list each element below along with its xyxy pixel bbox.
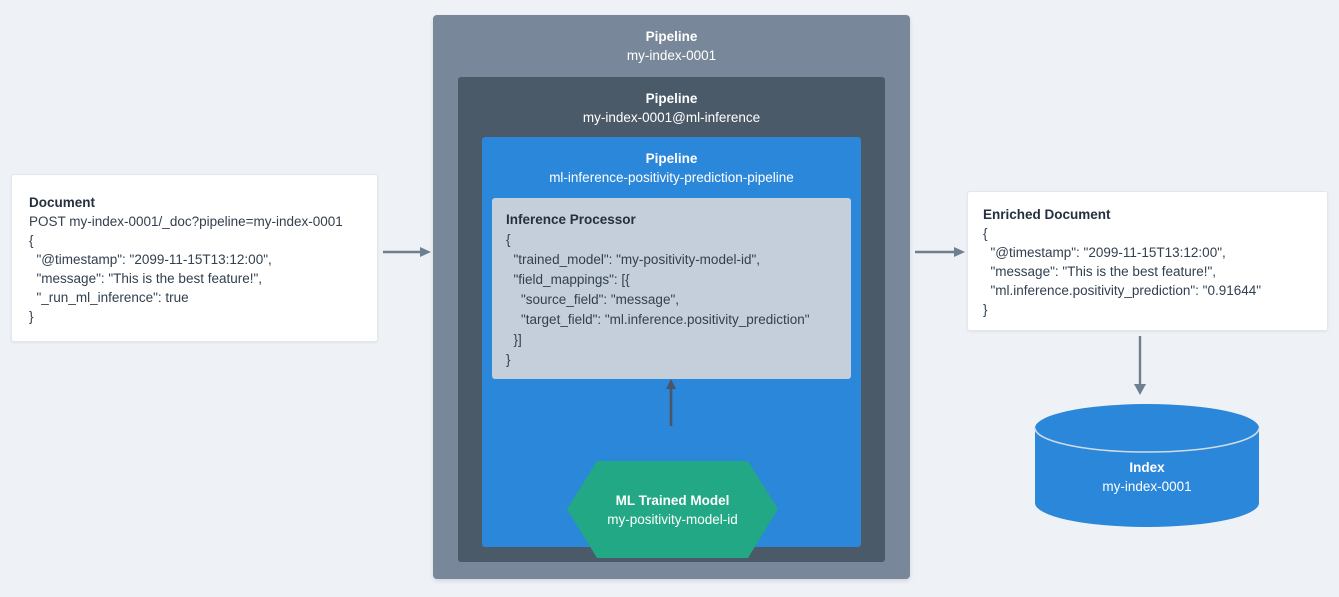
document-title: Document xyxy=(29,195,96,210)
document-line-0: POST my-index-0001/_doc?pipeline=my-inde… xyxy=(29,214,343,229)
pipeline-inner-positivity-prediction: Pipeline ml-inference-positivity-predict… xyxy=(482,137,861,558)
inference-processor-line-6: } xyxy=(506,352,511,367)
document-line-4: "_run_ml_inference": true xyxy=(29,290,189,305)
ml-trained-model-node: ML Trained Model my-positivity-model-id xyxy=(565,457,780,562)
database-cylinder-icon xyxy=(1034,404,1260,527)
inference-processor-line-3: "source_field": "message", xyxy=(506,292,679,307)
pipeline-outer-header: Pipeline my-index-0001 xyxy=(433,15,910,66)
pipeline-middle-value: my-index-0001@ml-inference xyxy=(582,110,761,125)
pipeline-middle-ml-inference: Pipeline my-index-0001@ml-inference Pipe… xyxy=(458,77,885,562)
document-line-5: } xyxy=(29,309,34,324)
pipeline-inner-label: Pipeline xyxy=(645,151,698,166)
document-line-1: { xyxy=(29,233,34,248)
document-line-3: "message": "This is the best feature!", xyxy=(29,271,263,286)
inference-processor-title: Inference Processor xyxy=(506,212,636,227)
index-node: Index my-index-0001 xyxy=(1033,402,1261,529)
enriched-document-line-4: } xyxy=(983,302,988,317)
inference-processor-line-1: "trained_model": "my-positivity-model-id… xyxy=(506,252,761,267)
enriched-document-line-2: "message": "This is the best feature!", xyxy=(983,264,1217,279)
arrow-pipeline-to-enriched-document-icon xyxy=(915,247,965,257)
inference-processor-line-0: { xyxy=(506,232,511,247)
pipeline-middle-header: Pipeline my-index-0001@ml-inference xyxy=(458,77,885,128)
inference-processor-line-2: "field_mappings": [{ xyxy=(506,272,630,287)
enriched-document-line-3: "ml.inference.positivity_prediction": "0… xyxy=(983,283,1262,298)
enriched-document-line-1: "@timestamp": "2099-11-15T13:12:00", xyxy=(983,245,1226,260)
pipeline-outer-value: my-index-0001 xyxy=(626,48,717,63)
pipeline-outer-label: Pipeline xyxy=(645,29,698,44)
pipeline-middle-label: Pipeline xyxy=(645,91,698,106)
inference-processor-line-5: }] xyxy=(506,332,522,347)
enriched-document-line-0: { xyxy=(983,226,988,241)
pipeline-inner-header: Pipeline ml-inference-positivity-predict… xyxy=(482,137,861,188)
document-card: Document POST my-index-0001/_doc?pipelin… xyxy=(11,174,378,342)
document-line-2: "@timestamp": "2099-11-15T13:12:00", xyxy=(29,252,272,267)
inference-processor-line-4: "target_field": "ml.inference.positivity… xyxy=(506,312,810,327)
inference-processor-card: Inference Processor { "trained_model": "… xyxy=(492,198,851,379)
pipeline-outer-my-index-0001: Pipeline my-index-0001 Pipeline my-index… xyxy=(433,15,910,579)
arrow-document-to-pipeline-icon xyxy=(383,247,431,257)
hexagon-icon xyxy=(567,461,778,558)
arrow-ml-model-to-inference-processor-icon xyxy=(666,379,676,426)
enriched-document-title: Enriched Document xyxy=(983,207,1111,222)
pipeline-inner-value: ml-inference-positivity-prediction-pipel… xyxy=(549,170,794,185)
arrow-enriched-document-to-index-icon xyxy=(1134,336,1146,395)
enriched-document-card: Enriched Document { "@timestamp": "2099-… xyxy=(967,191,1328,331)
